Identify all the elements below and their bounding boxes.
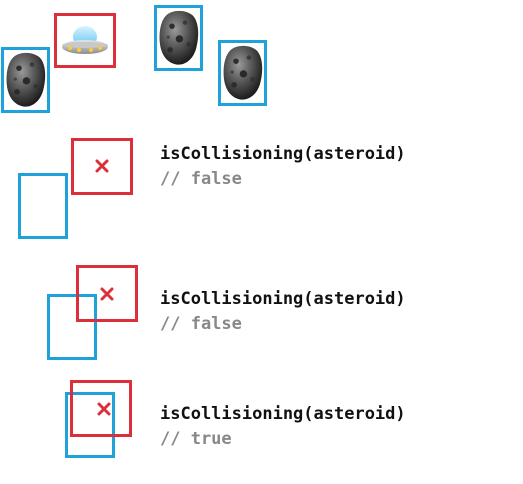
asteroid-icon bbox=[223, 45, 263, 100]
ship-bounding-box bbox=[76, 265, 138, 322]
cross-icon bbox=[100, 287, 114, 301]
asteroid-bounding-box bbox=[18, 173, 68, 239]
cross-icon bbox=[97, 402, 111, 416]
cross-icon bbox=[95, 159, 109, 173]
collision-call-3: isCollisioning(asteroid) bbox=[160, 404, 406, 424]
collision-result-1: // false bbox=[160, 169, 242, 189]
asteroid-bounding-box bbox=[47, 294, 97, 360]
ship-bounding-box bbox=[54, 13, 116, 68]
ufo-icon bbox=[62, 26, 108, 54]
asteroid-bounding-box bbox=[218, 40, 267, 106]
collision-call-1: isCollisioning(asteroid) bbox=[160, 144, 406, 164]
ship-bounding-box bbox=[70, 380, 132, 437]
asteroid-icon bbox=[6, 52, 46, 107]
collision-result-3: // true bbox=[160, 429, 232, 449]
collision-call-2: isCollisioning(asteroid) bbox=[160, 289, 406, 309]
asteroid-bounding-box bbox=[65, 392, 115, 458]
collision-result-2: // false bbox=[160, 314, 242, 334]
asteroid-bounding-box bbox=[154, 5, 203, 71]
ship-bounding-box bbox=[71, 138, 133, 195]
asteroid-icon bbox=[159, 10, 199, 65]
asteroid-bounding-box bbox=[1, 47, 50, 113]
